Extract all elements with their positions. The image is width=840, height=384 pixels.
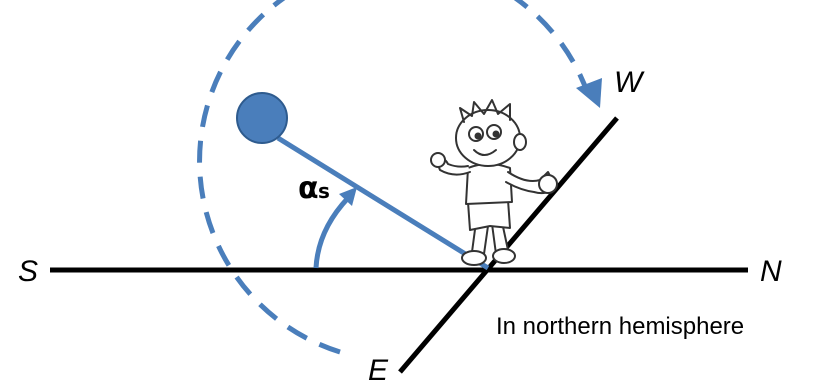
east-west-line (398, 116, 619, 374)
altitude-angle-arrowhead (339, 187, 357, 206)
west-label: W (614, 66, 645, 99)
altitude-angle-arc (313, 196, 350, 269)
altitude-symbol: α (298, 171, 319, 206)
sun-path-arc (197, 0, 593, 355)
hemisphere-caption: In northern hemisphere (496, 313, 744, 340)
cartoon-boy-icon (430, 99, 558, 266)
south-label: S (18, 255, 38, 288)
north-label: N (760, 255, 782, 288)
east-label: E (368, 354, 389, 384)
sun-path-arrowhead (576, 78, 602, 108)
sun-icon (236, 92, 288, 144)
sun-ray-line (276, 135, 490, 271)
altitude-subscript: s (318, 179, 330, 203)
